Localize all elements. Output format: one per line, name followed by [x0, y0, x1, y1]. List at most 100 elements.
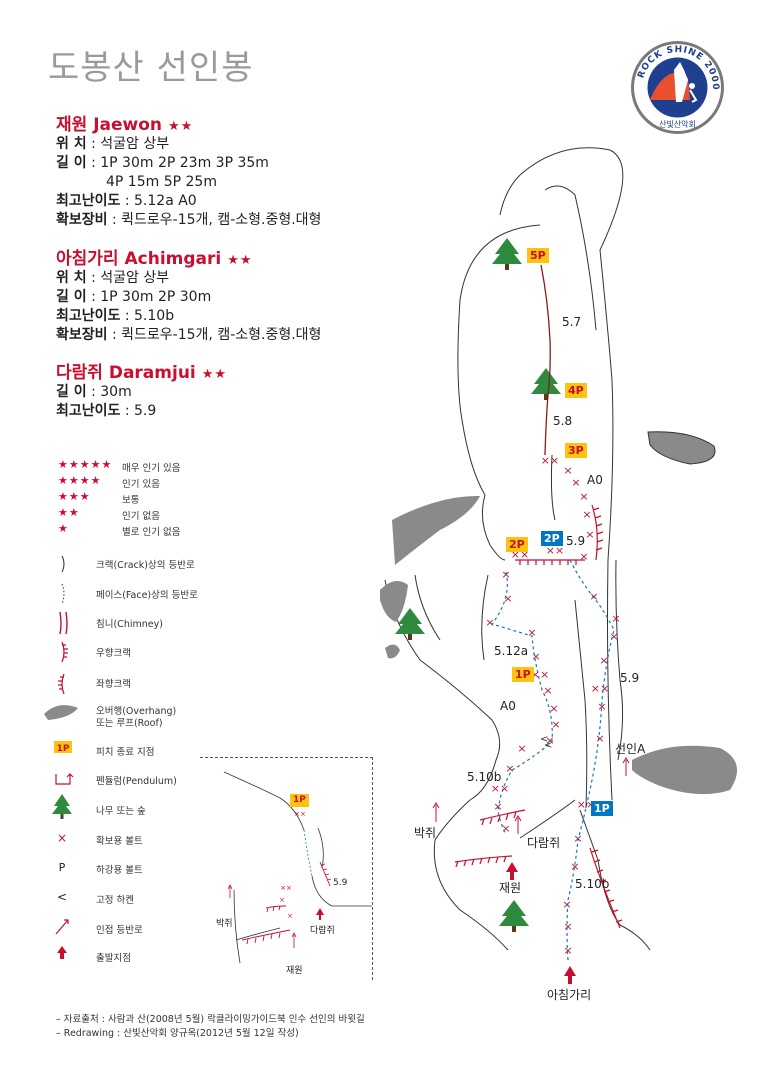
club-logo: ROCK SHINE 2000 산빛산악회	[630, 40, 725, 135]
bolt-icon: ×	[609, 630, 618, 643]
bolt-icon: ×	[57, 831, 67, 845]
route-achimgari	[566, 559, 615, 961]
legend-star-label: 인기 없음	[122, 511, 160, 522]
bolt-markers: ×× × × × × × ×× ×× × × × × × ×× × × ×× ×…	[485, 454, 620, 957]
pitch-marker-1p-achimgari: 1P	[591, 801, 613, 816]
bolt-icon: ×	[485, 616, 494, 629]
route-jaewon-lower	[490, 571, 553, 835]
route-label-seonin-a: 선인A	[615, 742, 646, 756]
bolt-icon: ×	[531, 650, 540, 663]
info-key: 최고난이도	[56, 403, 121, 419]
inset-label-jaewon: 재원	[286, 966, 303, 976]
route-stars: ★★	[168, 119, 194, 134]
legend-label: 피치 종료 지점	[96, 747, 155, 758]
face-line-icon	[61, 583, 65, 605]
bolt-icon: ×	[505, 762, 514, 775]
grade-label: 5.10b	[575, 877, 610, 891]
legend-star-rating: ★	[58, 522, 69, 535]
legend-label: 고정 하켄	[96, 895, 134, 906]
fixed-piton-icon: <	[57, 890, 67, 904]
overhang-icon	[44, 705, 78, 720]
route-title: 재원 Jaewon	[56, 115, 163, 135]
info-key: 위 치	[56, 270, 87, 286]
route-label-daramjwi: 다람쥐	[527, 836, 561, 850]
bolt-icon: ×	[570, 860, 579, 873]
bolt-icon: ××	[541, 454, 559, 467]
info-key: 위 치	[56, 136, 87, 152]
bolt-icon: ×	[562, 898, 571, 911]
inset-pitch-marker: 1P	[290, 794, 309, 807]
info-key: 확보장비	[56, 327, 108, 343]
legend-label: 우향크랙	[96, 648, 131, 659]
legend-label: 좌향크랙	[96, 679, 131, 690]
info-value: : 5.12a A0	[120, 193, 197, 209]
overhang-shape	[392, 495, 480, 565]
bolt-icon: ××	[546, 544, 564, 557]
bolt-icon: ××	[280, 884, 292, 892]
legend-star-label: 인기 있음	[122, 479, 160, 490]
grade-label: 5.12a	[494, 644, 529, 658]
info-value: : 30m	[86, 384, 132, 400]
roof-crack	[515, 559, 585, 565]
bolt-icon: ×	[563, 920, 572, 933]
route-name: 아침가리 Achimgari★★	[56, 244, 321, 269]
info-row: 위 치 : 석굴암 상부	[56, 269, 321, 288]
legend-star-rating: ★★	[58, 506, 80, 519]
source-line: – 자료출처 : 사람과 산(2008년 5월) 락클라이밍가이드북 인수 선인…	[56, 1014, 365, 1025]
info-value: : 퀵드로우-15개, 캠-소형.중형.대형	[107, 212, 322, 228]
grade-label: 5.8	[553, 414, 573, 428]
source-line: – Redrawing : 산빛산악회 양규옥(2012년 5월 12일 작성)	[56, 1028, 299, 1039]
pitch-marker-4p: 4P	[565, 383, 587, 398]
info-key: 확보장비	[56, 212, 108, 228]
route-daramjwi	[574, 599, 588, 809]
info-row: 확보장비 : 퀵드로우-15개, 캠-소형.중형.대형	[56, 211, 321, 230]
bolt-icon: ×	[549, 702, 558, 715]
logo-graphic: ROCK SHINE 2000 산빛산악회	[631, 41, 724, 134]
pendulum-icon	[55, 773, 74, 785]
bolt-icon: ×	[582, 508, 591, 521]
grade-label: 5.7	[562, 315, 582, 329]
route-title: 아침가리 Achimgari	[56, 249, 222, 269]
info-row: 길 이 : 1P 30m 2P 23m 3P 35m	[56, 154, 321, 173]
legend-label: 크랙(Crack)상의 등반로	[96, 560, 195, 571]
legend-label: 출발지점	[96, 953, 131, 964]
info-value: : 1P 30m 2P 23m 3P 35m	[86, 155, 269, 171]
route-info-achimgari: 아침가리 Achimgari★★ 위 치 : 석굴암 상부 길 이 : 1P 3…	[56, 244, 321, 345]
route-label-achimgari: 아침가리	[547, 988, 592, 1002]
bolt-icon: ×	[527, 626, 536, 639]
route-label-bakjwi: 박쥐	[414, 826, 437, 840]
tree-icon	[531, 368, 561, 400]
rock-outline	[384, 147, 651, 951]
start-arrow-icon	[316, 908, 324, 920]
legend-symbols-graphic: 1P × P <	[44, 555, 78, 959]
route-name: 다람쥐 Daramjui★★	[56, 358, 227, 383]
left-crack	[454, 855, 513, 868]
bolt-icon: ×	[585, 528, 594, 541]
legend-star-label: 매우 인기 있음	[122, 463, 181, 474]
bolt-icon: ×	[517, 742, 526, 755]
route-info-daramjui: 다람쥐 Daramjui★★ 길 이 : 30m 최고난이도 : 5.9	[56, 358, 227, 421]
bolt-icon: ×	[563, 944, 572, 957]
legend-label: 오버행(Overhang)	[96, 706, 177, 717]
approach-arrow	[227, 884, 297, 948]
route-name: 재원 Jaewon ★★	[56, 110, 321, 135]
tree-icon	[492, 238, 522, 270]
rappel-bolt-icon: P	[59, 861, 66, 874]
bolt-icon: ×	[579, 550, 588, 563]
legend-star-rating: ★★★	[58, 490, 91, 503]
left-crack	[479, 809, 526, 826]
legend-label: 인접 등반로	[96, 925, 143, 936]
info-key: 길 이	[56, 155, 87, 171]
info-row: 최고난이도 : 5.10b	[56, 307, 321, 326]
grade-label: 5.9	[620, 671, 640, 685]
route-info-jaewon: 재원 Jaewon★★ 위 치 : 석굴암 상부 길 이 : 1P 30m 2P…	[56, 110, 321, 230]
overhang-shape	[632, 745, 738, 795]
svg-text:<: <	[540, 734, 548, 745]
legend-label: 하강용 볼트	[96, 865, 143, 876]
legend-label: 페이스(Face)상의 등반로	[96, 590, 198, 601]
pitch-marker-5p: 5P	[527, 248, 549, 263]
grade-label: A0	[587, 473, 603, 487]
legend-label: 침니(Chimney)	[96, 619, 163, 630]
legend-star-rating: ★★★★★	[58, 458, 113, 471]
